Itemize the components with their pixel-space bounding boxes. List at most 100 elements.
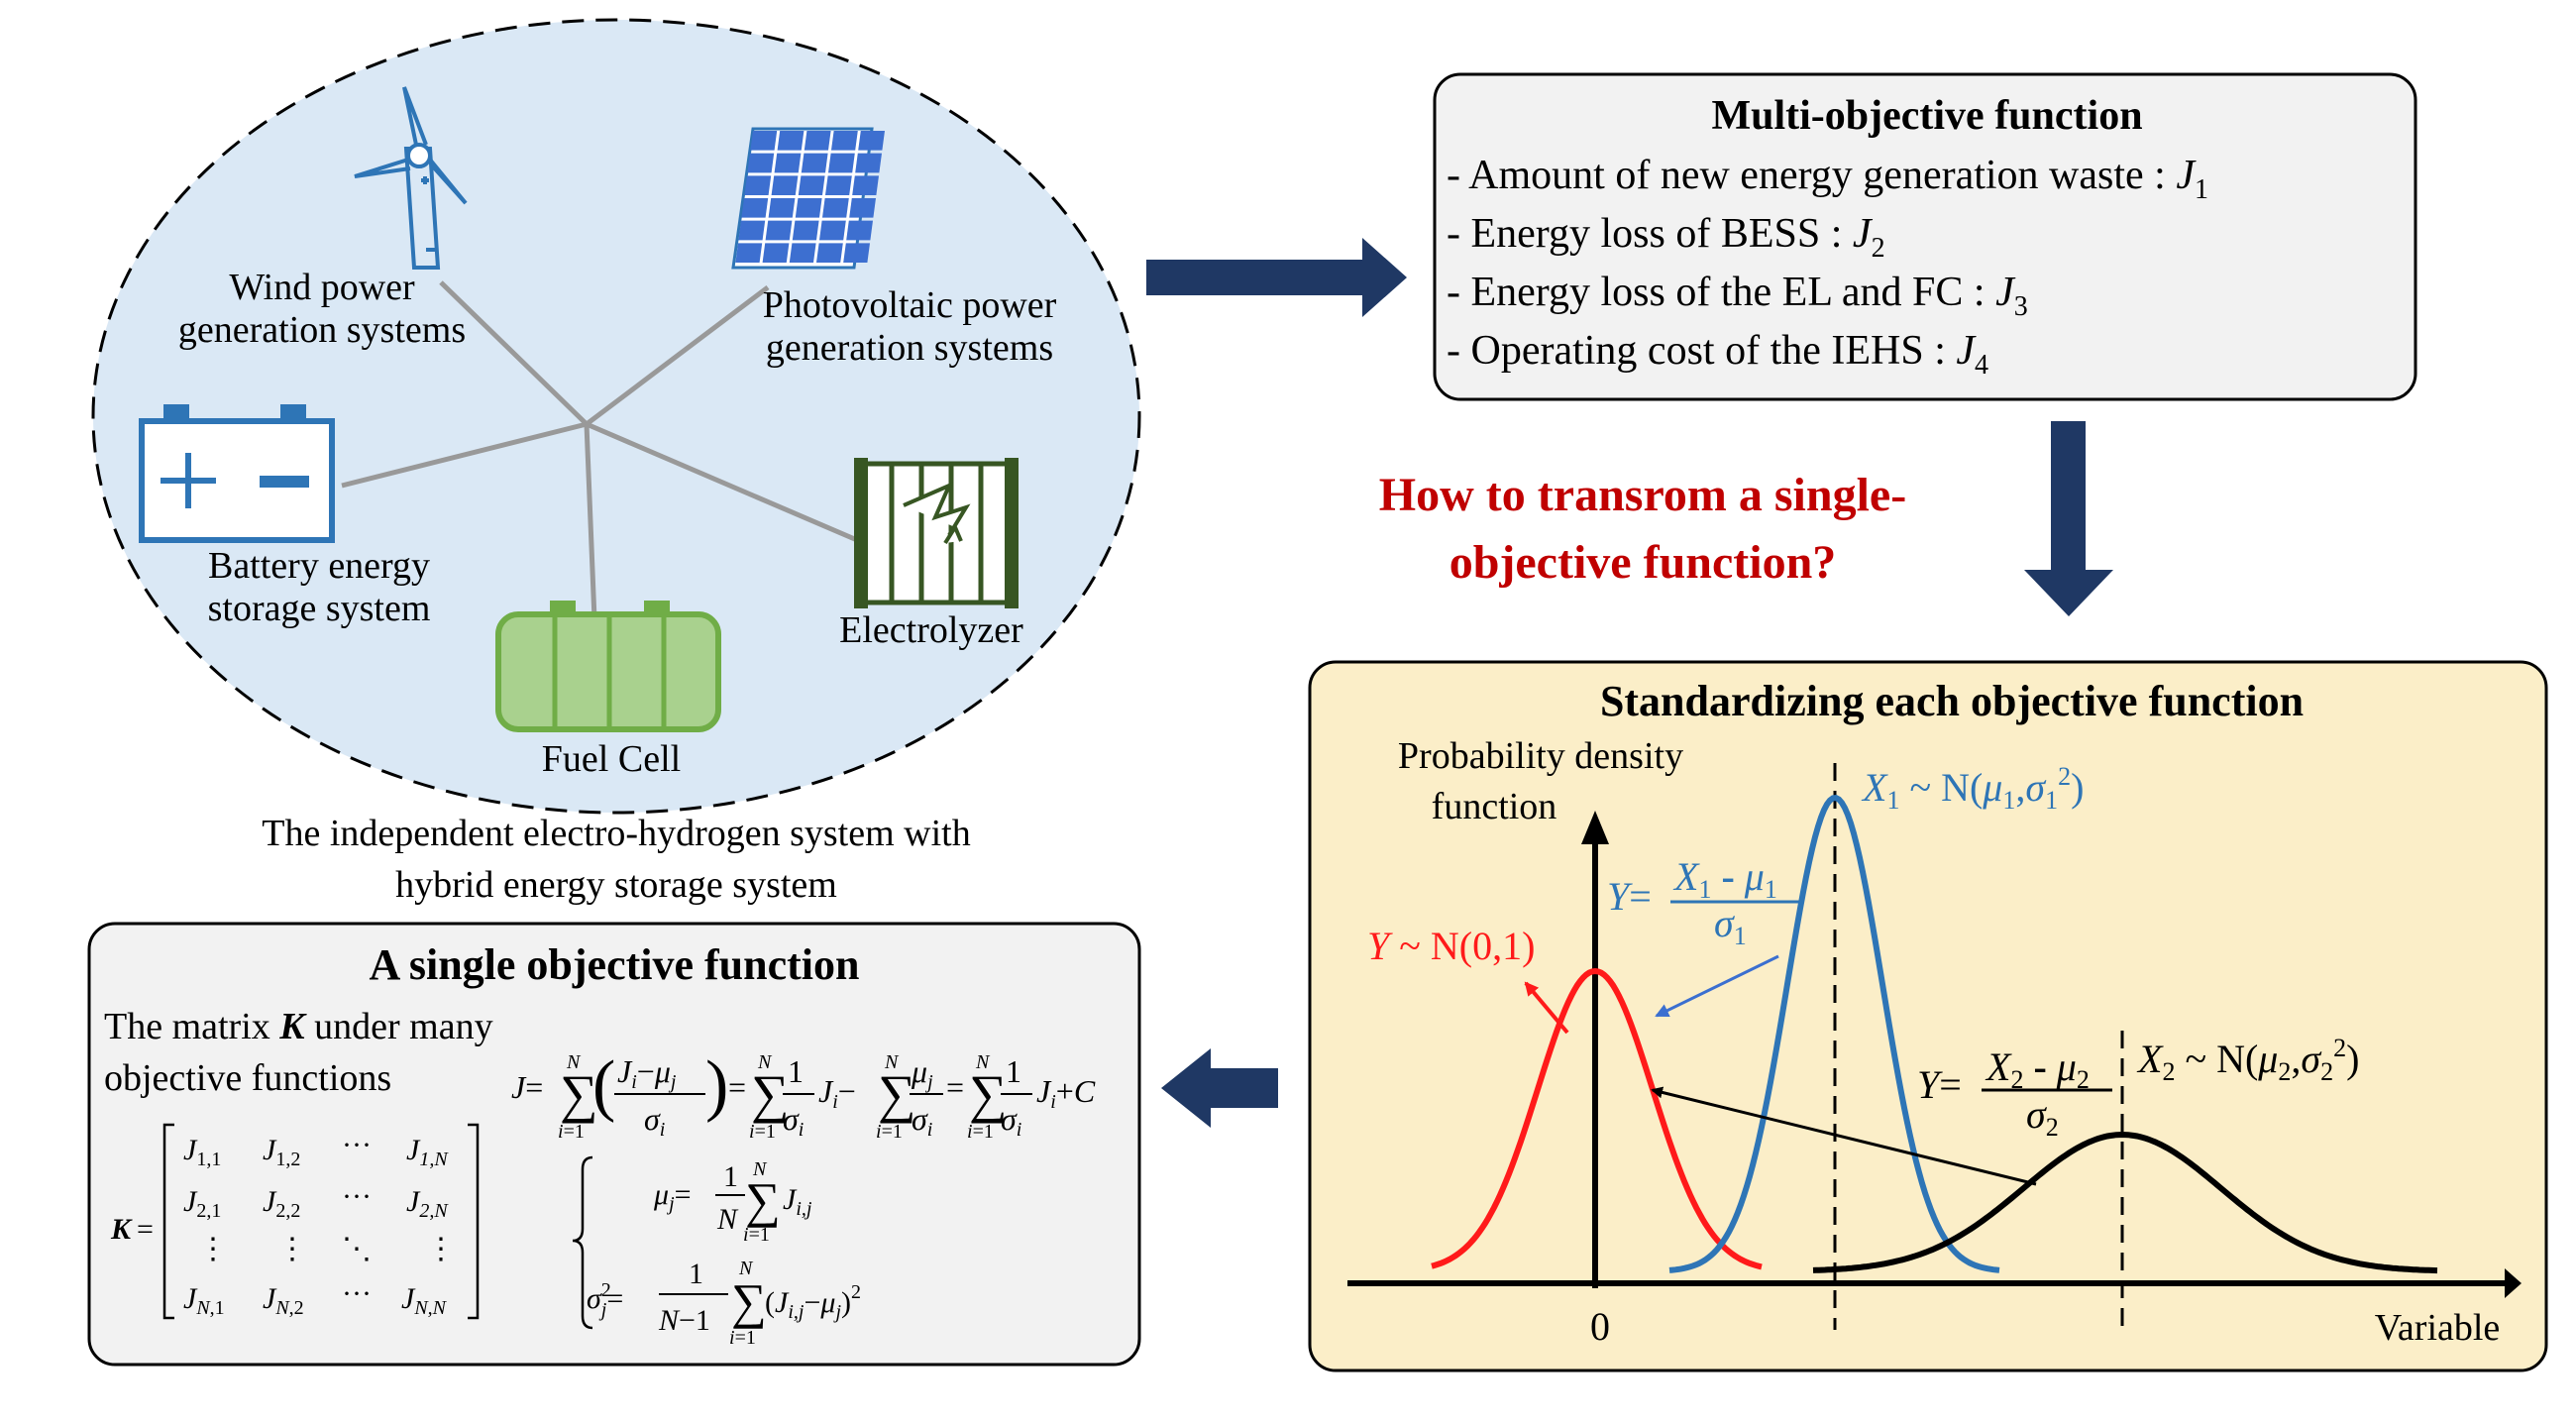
solar-cell	[846, 220, 873, 241]
x1-distribution-curve	[1668, 795, 2000, 1273]
solar-cell	[762, 243, 790, 263]
svg-text:N−1: N−1	[658, 1304, 710, 1337]
system-caption-line2: hybrid energy storage system	[395, 864, 837, 906]
wind-turbine-icon	[354, 86, 468, 270]
k-matrix: K = J1,1 J1,2 ··· J1,N J2,1 J2,2 ··· J2,…	[110, 1123, 480, 1320]
fuel-cell-icon	[495, 601, 721, 732]
solar-cell	[741, 198, 769, 218]
svg-text:(: (	[592, 1047, 615, 1124]
svg-text:N: N	[884, 1051, 900, 1073]
solar-cell	[804, 131, 831, 151]
svg-text:1: 1	[723, 1160, 738, 1193]
x-axis-arrowhead	[2505, 1268, 2522, 1298]
svg-text:⋮: ⋮	[277, 1233, 307, 1265]
svg-text:K: K	[110, 1213, 133, 1246]
y-transform-x2-formula: Y= X2 - μ2 σ2	[1917, 1044, 2112, 1142]
svg-text:N: N	[566, 1051, 582, 1073]
svg-text:i=1: i=1	[876, 1121, 903, 1143]
solar-cell	[738, 220, 766, 241]
x2-distribution-curve	[1812, 1131, 2438, 1274]
svg-text:⋮: ⋮	[426, 1233, 456, 1265]
solar-cell	[852, 175, 879, 195]
arrow-down	[2024, 421, 2113, 616]
svg-text:σ2j=: σ2j=	[587, 1279, 623, 1321]
solar-cell	[843, 243, 870, 263]
svg-text:X1 - μ1: X1 - μ1	[1672, 854, 1777, 904]
solar-cell	[824, 175, 852, 195]
y-axis-arrowhead	[1581, 811, 1609, 844]
svg-text:i=1: i=1	[749, 1121, 776, 1143]
svg-text:⋮: ⋮	[198, 1233, 228, 1265]
single-objective-panel: A single objective function The matrix K…	[87, 922, 1141, 1367]
svg-text:N: N	[738, 1258, 754, 1279]
standardizing-title: Standardizing each objective function	[1600, 677, 2304, 725]
arrow-left	[1161, 1048, 1278, 1128]
svg-text:): )	[705, 1047, 728, 1124]
matrix-description-line2: objective functions	[104, 1057, 391, 1099]
svg-text:∑: ∑	[745, 1172, 781, 1228]
solar-cell	[747, 153, 775, 173]
pdf-label-line1: Probability density	[1398, 735, 1683, 777]
fuel-cell-label: Fuel Cell	[542, 738, 681, 780]
solar-cell	[801, 153, 828, 173]
svg-text:=: =	[728, 1069, 746, 1105]
pv-label-line1: Photovoltaic power	[763, 284, 1057, 326]
solar-cell	[771, 175, 799, 195]
svg-text:N: N	[975, 1051, 991, 1073]
svg-text:N: N	[752, 1158, 768, 1180]
question-line1: How to transrom a single-	[1379, 469, 1906, 521]
system-ellipse-group: Wind power generation systems Photovolta…	[91, 18, 1141, 906]
svg-text:Ji−μj: Ji−μj	[617, 1053, 677, 1093]
svg-text:∑: ∑	[560, 1064, 598, 1124]
svg-text:Y=: Y=	[1607, 874, 1652, 919]
svg-text:=: =	[946, 1069, 964, 1105]
solar-cell	[855, 153, 882, 173]
svg-text:···: ···	[342, 1180, 372, 1213]
objective-item-1: - Amount of new energy generation waste …	[1447, 153, 2208, 205]
svg-text:Ji+C: Ji+C	[1036, 1073, 1096, 1113]
svg-text:···: ···	[342, 1277, 372, 1310]
single-objective-title: A single objective function	[370, 940, 860, 989]
system-caption-line1: The independent electro-hydrogen system …	[262, 813, 970, 854]
blue-arrow	[1655, 954, 1779, 1018]
electrolyzer-icon	[854, 458, 1019, 608]
system-ellipse	[91, 18, 1141, 815]
solar-cell	[798, 175, 825, 195]
y-distribution-label: Y ~ N(0,1)	[1367, 924, 1535, 968]
svg-text:i=1: i=1	[967, 1121, 994, 1143]
svg-text:N: N	[757, 1051, 773, 1073]
svg-text:=: =	[137, 1213, 154, 1246]
objective-item-4: - Operating cost of the IEHS : J4	[1447, 328, 1988, 381]
solar-cell	[777, 131, 805, 151]
battery-icon	[139, 404, 335, 543]
multi-objective-panel: Multi-objective function - Amount of new…	[1433, 72, 2417, 401]
solar-cell	[750, 131, 778, 151]
solar-cell	[821, 198, 849, 218]
matrix-description-line1: The matrix K under many	[104, 1006, 493, 1047]
solar-cell	[849, 198, 876, 218]
electrolyzer-label: Electrolyzer	[839, 609, 1023, 651]
svg-text:X2 - μ2: X2 - μ2	[1985, 1044, 2090, 1094]
svg-text:⋱: ⋱	[342, 1233, 372, 1265]
solar-cell	[774, 153, 802, 173]
solar-cell	[744, 175, 772, 195]
solar-cell	[818, 220, 846, 241]
x-axis-label: Variable	[2375, 1307, 2501, 1349]
solar-cell	[795, 198, 822, 218]
svg-text:Ji−: Ji−	[818, 1073, 856, 1113]
svg-text:i=1: i=1	[729, 1327, 756, 1349]
svg-text:J=: J=	[511, 1069, 543, 1105]
red-arrow	[1524, 981, 1569, 1035]
svg-text:i=1: i=1	[743, 1224, 770, 1246]
battery-label-line1: Battery energy	[208, 545, 430, 587]
svg-text:···: ···	[342, 1129, 372, 1161]
black-arrow	[1651, 1086, 2037, 1186]
svg-text:∑: ∑	[731, 1273, 767, 1329]
solar-cell	[765, 220, 793, 241]
svg-text:1: 1	[689, 1258, 703, 1290]
solar-cell	[789, 243, 816, 263]
wind-label-line1: Wind power	[229, 267, 415, 308]
origin-label: 0	[1590, 1304, 1610, 1349]
standardizing-panel: Standardizing each objective function Pr…	[1308, 660, 2548, 1372]
